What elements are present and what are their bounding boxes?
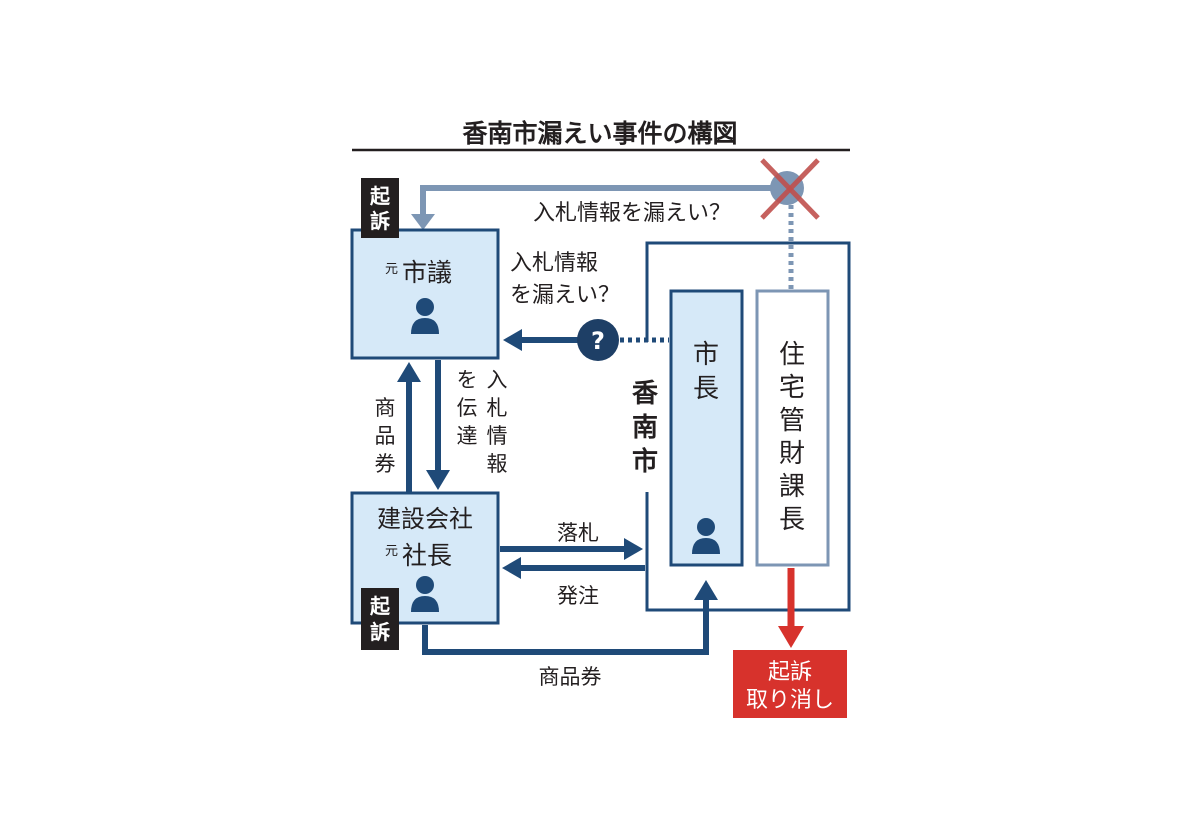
konan-city-frame bbox=[645, 241, 851, 612]
voucher-up-arrowhead bbox=[397, 362, 421, 382]
svg-text:伝: 伝 bbox=[457, 396, 478, 420]
rakusatsu-arrowhead bbox=[624, 538, 643, 560]
top-leak-arrow-line bbox=[420, 185, 787, 218]
indictment-withdrawn-box bbox=[733, 650, 847, 718]
svg-text:札: 札 bbox=[487, 396, 508, 420]
svg-text:報: 報 bbox=[487, 452, 508, 476]
former-councilor-label: 市議 bbox=[402, 258, 452, 287]
question-mark: ? bbox=[591, 327, 605, 355]
svg-text:南: 南 bbox=[632, 413, 658, 443]
konan-city-vertical-label: 香 南 市 bbox=[632, 379, 658, 477]
company-person-icon bbox=[411, 576, 439, 612]
question-circle bbox=[577, 319, 619, 361]
top-leak-label: 入札情報を漏えい？ bbox=[533, 201, 731, 226]
hacchu-label: 発注 bbox=[557, 584, 599, 608]
question-arrowhead bbox=[503, 329, 522, 351]
svg-text:市: 市 bbox=[693, 340, 719, 370]
svg-text:長: 長 bbox=[693, 374, 719, 404]
indictment-withdrawn-line1: 起訴 bbox=[768, 660, 812, 685]
transmit-vertical-label: 入 札 情 報 を 伝 達 bbox=[457, 368, 508, 476]
svg-text:券: 券 bbox=[375, 452, 396, 476]
former-president-prefix: 元 bbox=[385, 544, 398, 559]
indicted-badge-top-char2: 訴 bbox=[370, 209, 390, 233]
svg-text:宅: 宅 bbox=[779, 373, 805, 403]
mid-leak-label-line1: 入札情報 bbox=[510, 251, 598, 276]
withdrawn-arrowhead bbox=[778, 626, 804, 648]
indictment-withdrawn-line2: 取り消し bbox=[746, 688, 834, 713]
indicted-badge-top bbox=[361, 178, 399, 238]
indicted-badge-bottom bbox=[361, 588, 399, 650]
diagram-title: 香南市漏えい事件の構図 bbox=[462, 119, 737, 148]
mayor-vertical-label: 市 長 bbox=[693, 340, 719, 404]
voucher-bottom-label: 商品券 bbox=[539, 665, 602, 689]
top-leak-arrowhead bbox=[411, 214, 435, 230]
voucher-left-vertical-label: 商 品 券 bbox=[375, 396, 396, 476]
svg-text:長: 長 bbox=[779, 505, 805, 535]
housing-chief-vertical-label: 住 宅 管 財 課 長 bbox=[779, 340, 805, 535]
construction-company-label: 建設会社 bbox=[377, 505, 473, 533]
indicted-badge-top-char1: 起 bbox=[369, 184, 391, 208]
svg-text:情: 情 bbox=[487, 424, 508, 448]
svg-text:品: 品 bbox=[375, 424, 396, 448]
indicted-badge-bottom-char1: 起 bbox=[369, 594, 391, 618]
svg-text:住: 住 bbox=[779, 340, 805, 370]
mid-leak-label-line2: を漏えい？ bbox=[510, 283, 620, 308]
svg-text:財: 財 bbox=[779, 439, 805, 469]
voucher-bottom-arrow-line bbox=[422, 600, 709, 655]
housing-chief-box bbox=[755, 289, 830, 567]
svg-text:香: 香 bbox=[632, 379, 658, 409]
cross-mark-line-b bbox=[760, 158, 820, 220]
svg-text:課: 課 bbox=[779, 472, 805, 502]
svg-text:を: を bbox=[457, 368, 478, 392]
voucher-bottom-arrowhead bbox=[694, 580, 718, 600]
svg-text:市: 市 bbox=[632, 446, 658, 477]
former-president-label: 社長 bbox=[402, 541, 452, 570]
svg-text:管: 管 bbox=[779, 406, 805, 436]
mayor-person-icon bbox=[692, 518, 720, 554]
svg-text:入: 入 bbox=[487, 368, 508, 392]
rakusatsu-label: 落札 bbox=[557, 521, 599, 545]
svg-text:達: 達 bbox=[457, 424, 478, 448]
former-councilor-prefix: 元 bbox=[385, 262, 398, 277]
transmit-down-arrowhead bbox=[426, 470, 450, 490]
indicted-badge-bottom-char2: 訴 bbox=[370, 620, 390, 644]
svg-text:商: 商 bbox=[375, 396, 396, 420]
former-councilor-box bbox=[350, 228, 500, 360]
hacchu-arrowhead bbox=[502, 557, 521, 579]
former-councilor-person-icon bbox=[411, 298, 439, 334]
